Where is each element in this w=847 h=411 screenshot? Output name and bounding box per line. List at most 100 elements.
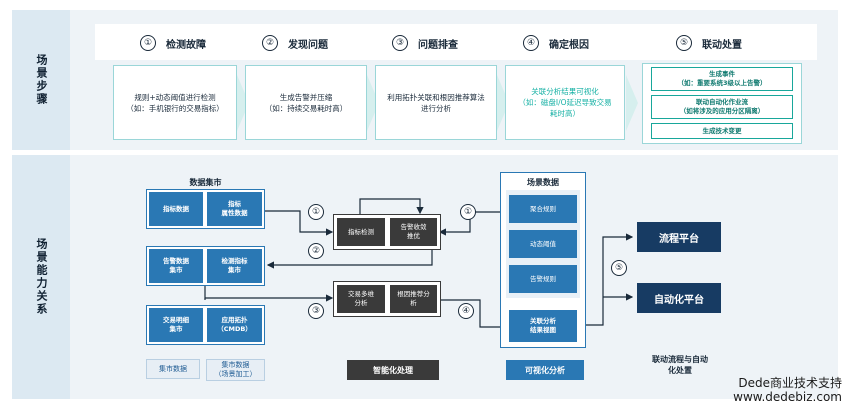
step-5-header: ⑤ 联动处置	[676, 32, 742, 54]
process-detection-label: 指标检测	[348, 227, 374, 236]
step-4-card: 关联分析结果可视化 （如：磁盘I/O延迟导致交易耗时高）	[505, 65, 625, 140]
process-multidim-l2: 分析	[354, 299, 368, 307]
automation-platform: 自动化平台	[637, 283, 721, 313]
mart-tile-topology-l2: （CMDB）	[217, 325, 252, 333]
mart-caption-2: 集市数据（场景加工）	[206, 359, 265, 381]
action-automation-pill: 联动自动化作业流（如将涉及的应用分区隔离）	[651, 95, 793, 119]
mart-tile-metric-data-label: 指标数据	[163, 204, 189, 213]
step-4-desc: 关联分析结果可视化	[531, 87, 599, 96]
step-5-title: 联动处置	[702, 39, 742, 51]
scene-data-title: 场景数据	[527, 178, 559, 187]
action-event-line2: （如：重要系统3级以上告警）	[677, 79, 767, 87]
mart-tile-topology-l1: 应用拓扑	[221, 316, 248, 324]
step-5-number: ⑤	[676, 35, 692, 51]
step-2-number: ②	[262, 35, 278, 51]
process-multidim: 交易多维分析	[337, 285, 385, 313]
step-3-title: 问题排查	[418, 39, 458, 51]
mart-tile-alert-l2: 集市	[169, 266, 183, 274]
scene-view: 关联分析结果视图	[509, 310, 577, 342]
arrow-analysis-to-view	[440, 299, 508, 331]
mart-tile-detect: 检测指标集市	[207, 249, 262, 283]
marker-4: ④	[458, 303, 474, 319]
scene-item-aggregation: 聚合规则	[509, 195, 577, 223]
marker-5: ⑤	[611, 260, 627, 276]
action-event-line1: 生成事件	[709, 70, 735, 78]
watermark-line2: www.dedebiz.com	[733, 390, 842, 404]
mart-tile-detect-l2: 集市	[228, 266, 241, 274]
process-detection: 指标检测	[337, 218, 385, 246]
mart-title: 数据集市	[189, 178, 222, 187]
marker-1a: ①	[308, 204, 324, 220]
mart-caption-2-l1: 集市数据	[221, 361, 250, 369]
process-rootcause-l1: 根因推荐分	[397, 290, 430, 298]
scene-caption: 可视化分析	[506, 360, 584, 380]
platform-caption: 联动流程与自动化处置	[630, 354, 730, 376]
platform-caption-l1: 联动流程与自动	[652, 355, 708, 364]
step-2-desc2: （如：持续交易耗时高）	[264, 103, 348, 113]
step-3-desc: 利用拓扑关联和根因推荐算法	[387, 92, 485, 102]
step-3-card: 利用拓扑关联和根因推荐算法进行分析	[375, 65, 497, 140]
mart-caption-1: 集市数据	[146, 359, 200, 379]
step-1-desc2: （如：手机银行的交易指标）	[126, 103, 224, 113]
arrow-detection-loop	[359, 198, 424, 216]
step-1-desc: 规则+动态阈值进行检测	[134, 92, 216, 102]
process-multidim-l1: 交易多维	[348, 290, 374, 298]
arrow-mart-to-detection	[265, 210, 334, 236]
steps-header-strip	[95, 24, 817, 60]
action-change-line1: 生成技术变更	[702, 126, 742, 135]
process-convergence-l1: 告警收敛	[400, 223, 427, 231]
arrow-scene-to-flow	[584, 233, 634, 326]
platform-caption-l2: 化处置	[668, 366, 692, 375]
step-2-desc: 生成告警并压缩	[279, 92, 333, 102]
action-change-pill: 生成技术变更	[651, 123, 793, 139]
process-convergence-l2: 推优	[407, 232, 420, 240]
scene-item-threshold-label: 动态阈值	[530, 239, 556, 248]
mart-tile-metric-attr-l1: 指标	[228, 200, 241, 208]
step-3-number: ③	[392, 35, 408, 51]
scene-item-alert-rules: 告警规则	[509, 265, 577, 293]
scene-view-l1: 关联分析	[530, 317, 556, 325]
mart-caption-1-text: 集市数据	[159, 364, 187, 373]
step-3-desc2: 进行分析	[421, 103, 451, 113]
marker-1b: ①	[460, 204, 476, 220]
mart-tile-alert-l1: 告警数据	[163, 257, 189, 265]
process-rootcause: 根因推荐分析	[390, 285, 437, 313]
step-4-header: ④ 确定根因	[523, 32, 589, 54]
watermark-line1: Dede商业技术支持	[738, 376, 842, 390]
scene-item-alert-rules-label: 告警规则	[530, 274, 556, 283]
scene-item-threshold: 动态阈值	[509, 230, 577, 258]
scene-view-l2: 结果视图	[530, 326, 556, 334]
capability-label: 场景能力关系	[12, 155, 70, 399]
mart-tile-metric-attr-l2: 属性数据	[221, 209, 248, 217]
step-1-number: ①	[140, 35, 156, 51]
process-convergence: 告警收敛推优	[390, 218, 437, 246]
step-4-number: ④	[523, 35, 539, 51]
step-4-desc2: （如：磁盘I/O延迟导致交易耗时高）	[518, 98, 612, 118]
action-automation-line2: （如将涉及的应用分区隔离）	[679, 107, 765, 115]
step-1-card: 规则+动态阈值进行检测（如：手机银行的交易指标）	[113, 65, 237, 140]
mart-tile-trans: 交易明细集市	[149, 308, 203, 342]
scene-steps-label: 场景步骤	[12, 10, 70, 150]
mart-tile-topology: 应用拓扑（CMDB）	[207, 308, 262, 342]
step-2-title: 发现问题	[288, 39, 328, 51]
action-automation-line1: 联动自动化作业流	[696, 98, 748, 106]
mart-tile-metric-attr: 指标属性数据	[207, 192, 262, 226]
marker-2: ②	[308, 243, 324, 259]
processing-caption: 智能化处理	[347, 360, 439, 380]
arrow-scene-to-processing	[438, 211, 500, 236]
mart-tile-trans-l2: 集市	[169, 325, 183, 333]
mart-tile-trans-l1: 交易明细	[163, 316, 189, 324]
action-event-pill: 生成事件（如：重要系统3级以上告警）	[651, 67, 793, 91]
step-1-header: ① 检测故障	[140, 32, 206, 54]
process-rootcause-l2: 析	[410, 299, 417, 307]
step-4-chevron	[626, 75, 638, 131]
marker-3: ③	[308, 303, 324, 319]
mart-tile-detect-l1: 检测指标	[221, 257, 248, 265]
step-2-card: 生成告警并压缩（如：持续交易耗时高）	[245, 65, 367, 140]
mart-tile-alert: 告警数据集市	[149, 249, 203, 283]
step-4-title: 确定根因	[549, 39, 589, 51]
scene-item-aggregation-label: 聚合规则	[530, 204, 556, 213]
step-3-header: ③ 问题排查	[392, 32, 458, 54]
